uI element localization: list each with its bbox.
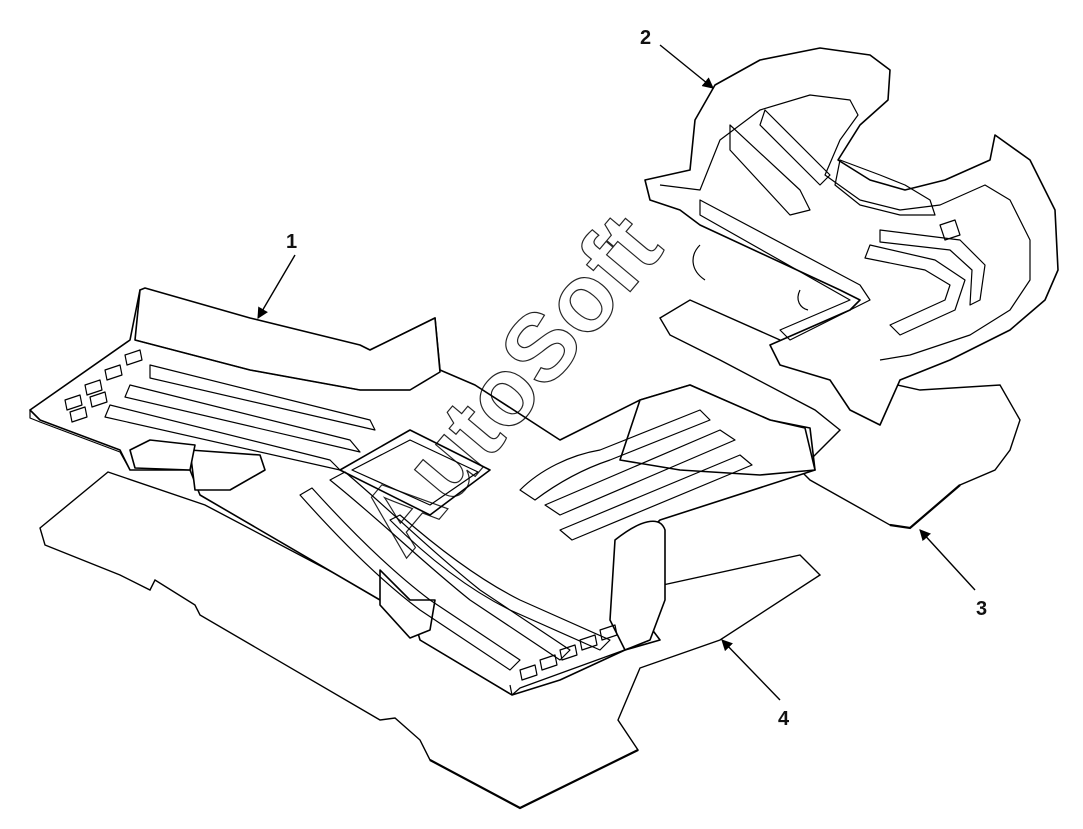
callout-2: 2 (640, 27, 714, 89)
callout-label-4: 4 (778, 708, 790, 730)
callout-1: 1 (257, 231, 297, 319)
front-floor-covering-part-1 (29, 287, 816, 696)
callout-label-2: 2 (640, 27, 651, 49)
callout-label-1: 1 (286, 231, 297, 253)
callout-label-3: 3 (976, 598, 987, 620)
callout-3: 3 (919, 529, 987, 620)
rear-floor-covering-part-2 (644, 47, 1059, 426)
callout-4: 4 (721, 639, 790, 730)
